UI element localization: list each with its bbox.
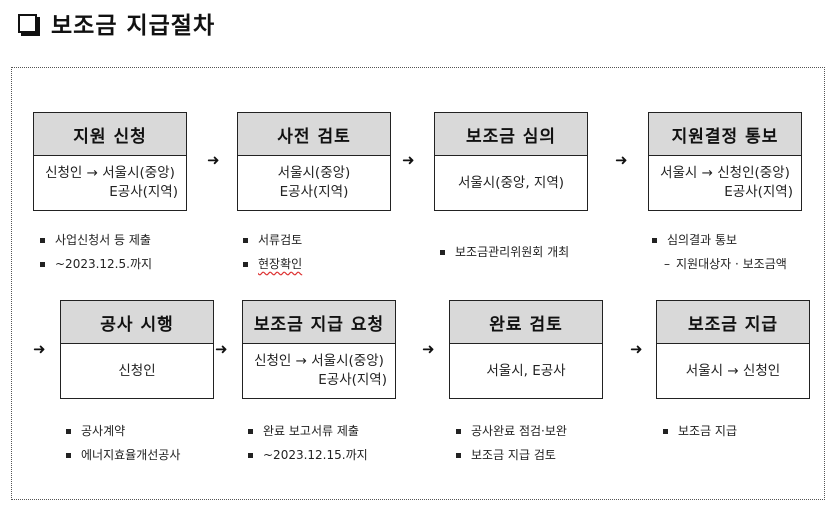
step-construction: 공사 시행 신청인 — [60, 300, 214, 399]
list-item: ~2023.12.15.까지 — [248, 443, 368, 467]
step-pre-review: 사전 검토 서울시(중앙) E공사(지역) — [237, 112, 391, 211]
step-support-application: 지원 신청 신청인 → 서울시(중앙) E공사(지역) — [33, 112, 187, 211]
bullet-square-icon — [243, 261, 248, 267]
bullet-square-icon — [456, 452, 461, 458]
list-item: 보조금 지급 검토 — [456, 443, 567, 467]
page-title-text: 보조금 지급절차 — [51, 13, 216, 39]
step-bullets: 공사계약 에너지효율개선공사 — [66, 419, 180, 467]
step-payment-request: 보조금 지급 요청 신청인 → 서울시(중앙) E공사(지역) — [242, 300, 396, 399]
bullet-square-icon — [440, 249, 445, 255]
arrow-right-icon: ➜ — [615, 151, 628, 169]
page-title: 보조금 지급절차 — [18, 8, 216, 39]
list-item: 보조금 지급 — [663, 419, 737, 443]
step-actor-sub: E공사(지역) — [318, 372, 387, 388]
arrow-right-icon: ➜ — [207, 151, 220, 169]
step-actor: 신청인 — [118, 362, 156, 379]
step-body: 서울시, E공사 — [450, 344, 602, 398]
bullet-square-icon — [243, 237, 248, 243]
list-item: 심의결과 통보 — [652, 228, 787, 252]
list-item: 현장확인 — [243, 252, 302, 276]
step-actor: 서울시(중앙) — [277, 165, 351, 181]
list-item: –지원대상자 · 보조금액 — [652, 252, 787, 276]
step-actor: 서울시(중앙, 지역) — [457, 174, 565, 191]
step-bullets: 보조금 지급 — [663, 419, 737, 443]
step-body: 신청인 — [61, 344, 213, 398]
step-title: 보조금 지급 — [657, 301, 809, 344]
list-item: 완료 보고서류 제출 — [248, 419, 368, 443]
step-bullets: 공사완료 점검·보완 보조금 지급 검토 — [456, 419, 567, 467]
step-title: 보조금 지급 요청 — [243, 301, 395, 344]
bullet-square-icon — [40, 261, 45, 267]
step-title: 완료 검토 — [450, 301, 602, 344]
step-title: 지원 신청 — [34, 113, 186, 156]
step-actor: 서울시 → 신청인 — [685, 362, 781, 379]
bullet-square-icon — [652, 237, 657, 243]
checkbox-square-icon — [18, 13, 37, 33]
step-body: 서울시(중앙, 지역) — [435, 156, 587, 210]
list-item: ~2023.12.5.까지 — [40, 252, 152, 276]
step-actor-sub: E공사(지역) — [109, 184, 178, 200]
arrow-right-icon: ➜ — [215, 340, 228, 358]
arrow-right-icon: ➜ — [422, 340, 435, 358]
list-item: 서류검토 — [243, 228, 302, 252]
step-actor-sub: E공사(지역) — [279, 184, 349, 200]
step-title: 사전 검토 — [238, 113, 390, 156]
list-item: 에너지효율개선공사 — [66, 443, 180, 467]
step-body: 서울시 → 신청인(중앙) E공사(지역) — [649, 156, 801, 210]
bullet-square-icon — [456, 428, 461, 434]
list-item: 공사계약 — [66, 419, 180, 443]
list-item: 사업신청서 등 제출 — [40, 228, 152, 252]
dash-icon: – — [664, 257, 670, 271]
step-actor: 서울시, E공사 — [486, 362, 566, 379]
arrow-right-icon: ➜ — [402, 151, 415, 169]
step-completion-review: 완료 검토 서울시, E공사 — [449, 300, 603, 399]
step-actor-sub: E공사(지역) — [724, 184, 793, 200]
step-subsidy-deliberation: 보조금 심의 서울시(중앙, 지역) — [434, 112, 588, 211]
arrow-right-icon: ➜ — [630, 340, 643, 358]
bullet-square-icon — [40, 237, 45, 243]
step-body: 신청인 → 서울시(중앙) E공사(지역) — [243, 344, 395, 398]
step-bullets: 심의결과 통보 –지원대상자 · 보조금액 — [652, 228, 787, 276]
step-decision-notice: 지원결정 통보 서울시 → 신청인(중앙) E공사(지역) — [648, 112, 802, 211]
bullet-square-icon — [248, 428, 253, 434]
step-actor: 서울시 → 신청인(중앙) — [660, 165, 790, 181]
step-body: 서울시 → 신청인 — [657, 344, 809, 398]
bullet-square-icon — [248, 452, 253, 458]
process-frame — [11, 67, 825, 500]
bullet-square-icon — [663, 428, 668, 434]
step-body: 서울시(중앙) E공사(지역) — [238, 156, 390, 210]
step-bullets: 완료 보고서류 제출 ~2023.12.15.까지 — [248, 419, 368, 467]
step-title: 공사 시행 — [61, 301, 213, 344]
bullet-square-icon — [66, 428, 71, 434]
arrow-right-icon: ➜ — [33, 340, 46, 358]
step-title: 지원결정 통보 — [649, 113, 801, 156]
step-actor: 신청인 → 서울시(중앙) — [254, 353, 384, 369]
bullet-square-icon — [66, 452, 71, 458]
step-bullets: 서류검토 현장확인 — [243, 228, 302, 276]
step-title: 보조금 심의 — [435, 113, 587, 156]
step-actor: 신청인 → 서울시(중앙) — [45, 165, 175, 181]
step-bullets: 보조금관리위원회 개최 — [440, 240, 569, 264]
step-subsidy-payment: 보조금 지급 서울시 → 신청인 — [656, 300, 810, 399]
list-item: 보조금관리위원회 개최 — [440, 240, 569, 264]
step-body: 신청인 → 서울시(중앙) E공사(지역) — [34, 156, 186, 210]
step-bullets: 사업신청서 등 제출 ~2023.12.5.까지 — [40, 228, 152, 276]
list-item: 공사완료 점검·보완 — [456, 419, 567, 443]
